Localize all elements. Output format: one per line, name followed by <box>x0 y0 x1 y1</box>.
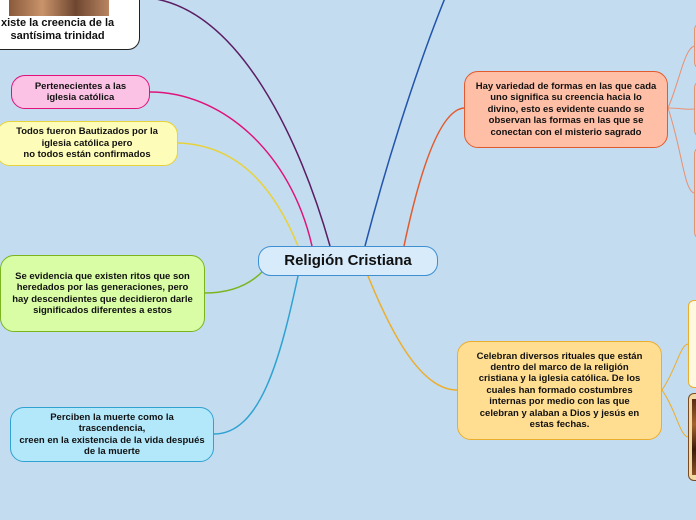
rituals-image <box>692 399 696 475</box>
link-rituals-sub1 <box>661 343 689 391</box>
link-rituals <box>367 275 458 391</box>
link-trinity <box>156 0 331 247</box>
central-topic[interactable]: Religión Cristiana <box>258 246 438 276</box>
topic-rites[interactable]: Se evidencia que existen ritos que son h… <box>0 255 205 332</box>
link-forms-sub3 <box>667 107 695 194</box>
topic-catholic-church[interactable]: Pertenecientes a las iglesia católica <box>11 75 150 109</box>
link-forms-sub1 <box>667 45 695 109</box>
link-rituals-sub2 <box>661 389 689 438</box>
link-death <box>213 275 299 435</box>
topic-rituals[interactable]: Celebran diversos rituales que están den… <box>457 341 662 440</box>
trinity-image <box>9 0 109 16</box>
subtopic-rituals-1[interactable] <box>688 300 696 388</box>
topic-trinity[interactable]: xiste la creencia de la santísima trinid… <box>0 0 140 50</box>
topic-forms[interactable]: Hay variedad de formas en las que cada u… <box>464 71 668 148</box>
link-forms-sub2 <box>667 107 695 110</box>
topic-baptized[interactable]: Todos fueron Bautizados por la iglesia c… <box>0 121 178 166</box>
link-forms <box>403 107 465 247</box>
link-baptized <box>177 142 299 247</box>
topic-death[interactable]: Perciben la muerte como la trascendencia… <box>10 407 214 462</box>
link-top <box>364 0 446 247</box>
link-rites <box>204 269 265 294</box>
subtopic-rituals-2[interactable] <box>688 393 696 481</box>
topic-trinity-label: xiste la creencia de la santísima trinid… <box>1 16 115 42</box>
link-catholic-church <box>149 91 313 247</box>
